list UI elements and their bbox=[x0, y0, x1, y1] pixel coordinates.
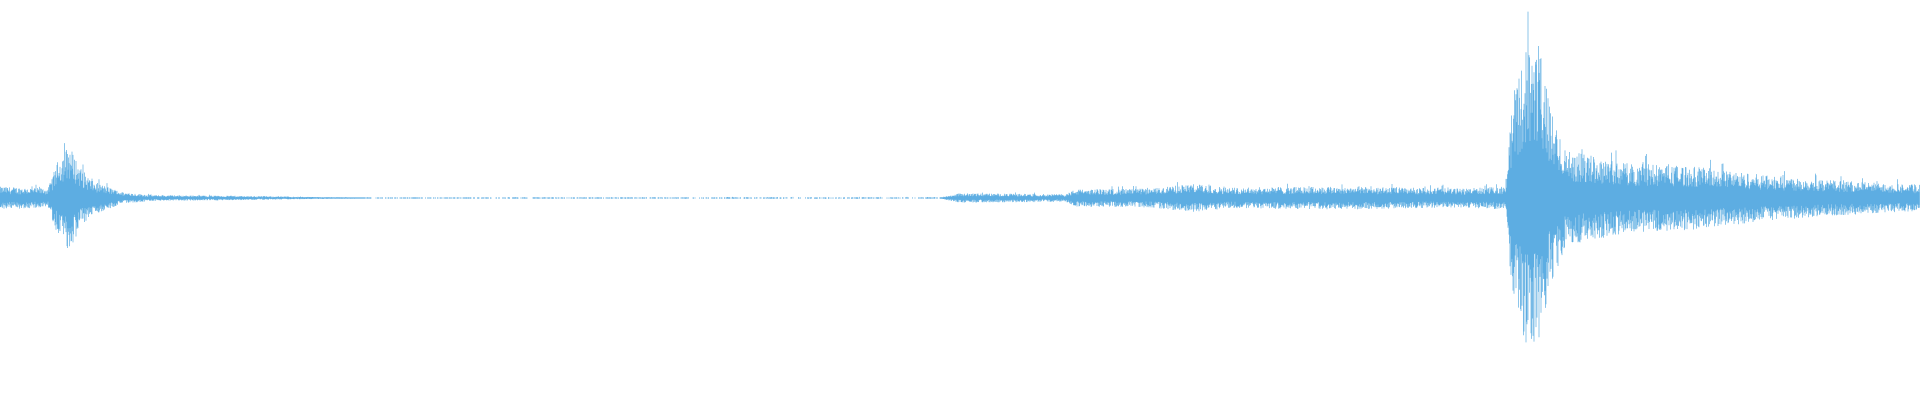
waveform-path bbox=[0, 11, 1920, 343]
waveform-samples bbox=[0, 11, 1920, 343]
